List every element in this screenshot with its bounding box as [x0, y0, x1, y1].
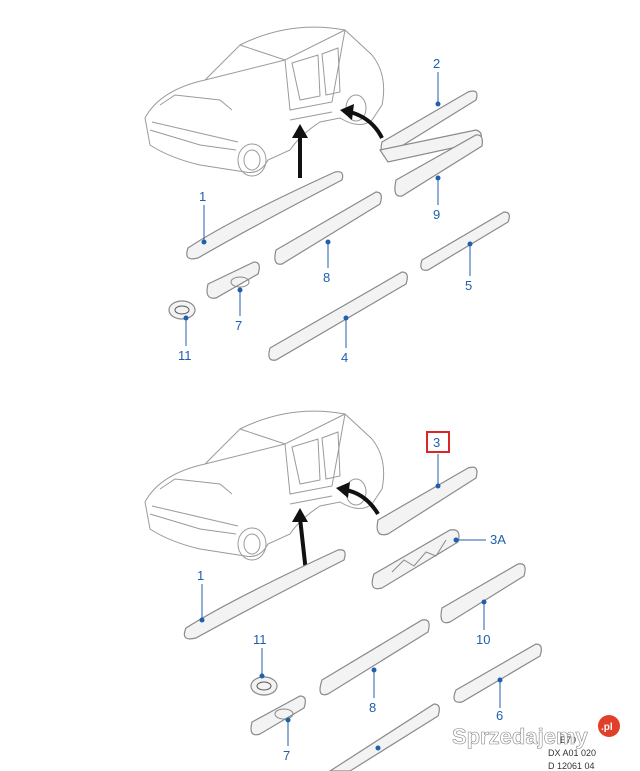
lower-part-3-moulding: [376, 466, 478, 536]
lower-part-7-badge: [274, 708, 294, 720]
upper-part-7-trim: [206, 261, 260, 299]
upper-diagram: 1 2 9 8 5 7 11 4: [144, 26, 510, 365]
lower-part-4-moulding: [328, 703, 440, 771]
upper-arrowhead-1: [292, 124, 308, 138]
lower-part-3a-detail: [391, 539, 447, 573]
lower-diagram: 3 3A 1 10 11 8 6 7: [144, 410, 542, 771]
lower-part-11-emblem: [250, 676, 278, 696]
ref-code-3: D 12061 04: [548, 761, 595, 771]
upper-part-11-emblem: [168, 300, 196, 320]
lower-callout-1: 1: [197, 568, 204, 583]
upper-part-4-moulding: [268, 271, 408, 361]
watermark-badge: [598, 715, 620, 737]
upper-leaders: [183, 72, 473, 348]
upper-arrowhead-2: [340, 104, 354, 120]
upper-callout-4: 4: [341, 350, 348, 365]
lower-arrow-2: [345, 488, 380, 516]
lower-part-8-moulding: [319, 619, 430, 696]
upper-car-illustration: [144, 26, 385, 177]
watermark-badge-text: .pl: [601, 722, 613, 733]
upper-part-9-moulding: [394, 134, 483, 197]
lower-callout-10: 10: [476, 632, 490, 647]
upper-callout-1: 1: [199, 189, 206, 204]
upper-callout-7: 7: [235, 318, 242, 333]
lower-part-6-moulding: [453, 643, 542, 703]
lower-callout-3a: 3A: [490, 532, 506, 547]
lower-part-11-emblem-inner: [256, 681, 272, 691]
ref-code-2: DX A01 020: [548, 748, 596, 758]
upper-callout-2: 2: [433, 56, 440, 71]
watermark: Sprzedajemy .pl: [452, 715, 620, 749]
lower-callout-8: 8: [369, 700, 376, 715]
lower-callout-3: 3: [433, 435, 440, 450]
lower-part-3a-moulding: [371, 529, 460, 590]
upper-callout-11: 11: [178, 348, 192, 363]
lower-car-illustration: [144, 410, 385, 561]
upper-callout-9: 9: [433, 207, 440, 222]
upper-part-5-moulding: [420, 211, 510, 271]
lower-callout-7: 7: [283, 748, 290, 763]
lower-callout-6: 6: [496, 708, 503, 723]
upper-arrow-2: [349, 110, 384, 139]
upper-part-7-badge: [230, 276, 250, 288]
watermark-text: Sprzedajemy: [452, 724, 588, 749]
part-3-highlight-box: [426, 431, 450, 453]
upper-callout-8: 8: [323, 270, 330, 285]
lower-arrowhead-1: [292, 508, 308, 522]
upper-part-11-emblem-inner: [174, 305, 190, 315]
upper-callout-5: 5: [465, 278, 472, 293]
lower-part-10-moulding: [440, 563, 526, 624]
lower-arrowhead-2: [336, 482, 350, 498]
upper-part-1-moulding: [186, 171, 344, 260]
ref-code-1: E70: [560, 735, 576, 745]
lower-callout-11: 11: [253, 632, 267, 647]
lower-part-1-moulding: [183, 549, 346, 640]
upper-part-8-moulding: [274, 191, 382, 265]
lower-part-7-trim: [250, 695, 306, 736]
lower-leaders: [199, 454, 503, 751]
lower-arrow-1: [298, 517, 308, 573]
